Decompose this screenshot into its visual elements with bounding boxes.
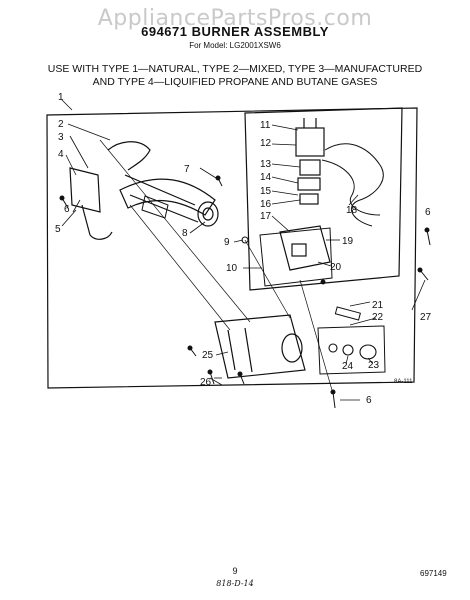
callout-19: 19 <box>342 236 354 247</box>
callout-1: 1 <box>58 92 64 103</box>
sensor-part <box>334 306 361 321</box>
burner-bracket <box>141 195 169 219</box>
callout-22: 22 <box>372 312 384 323</box>
mounting-bracket <box>69 167 113 240</box>
callout-13: 13 <box>260 159 272 170</box>
callout-15: 15 <box>260 186 272 197</box>
callout-26: 26 <box>200 377 212 388</box>
callout-3: 3 <box>58 132 64 143</box>
usage-note-line-1: USE WITH TYPE 1—NATURAL, TYPE 2—MIXED, T… <box>47 63 423 75</box>
valve-subpanel <box>259 227 333 287</box>
callout-16: 16 <box>260 199 272 210</box>
usage-note-line-2: AND TYPE 4—LIQUIFIED PROPANE AND BUTANE … <box>92 76 378 88</box>
screws <box>59 175 431 409</box>
callout-4: 4 <box>58 149 64 160</box>
manifold-plate <box>214 314 306 379</box>
wire-harness <box>324 143 384 227</box>
orifice-group-box <box>317 325 386 375</box>
callout-27: 27 <box>420 312 432 323</box>
callout-24: 24 <box>342 361 354 372</box>
callout-17: 17 <box>260 211 272 222</box>
gas-valve-column <box>279 118 331 271</box>
callout-11: 11 <box>260 120 271 131</box>
callout-25: 25 <box>202 350 214 361</box>
callout-12: 12 <box>260 138 272 149</box>
page-title: 694671 BURNER ASSEMBLY <box>141 24 329 39</box>
valve-housing-box <box>244 107 403 291</box>
callout-6c: 6 <box>425 207 431 218</box>
construction-lines <box>99 139 333 391</box>
callout-6b: 6 <box>366 395 372 406</box>
callout-8: 8 <box>182 228 188 239</box>
handwritten-code: 818-D-14 <box>216 579 254 588</box>
callout-9: 9 <box>224 237 230 248</box>
art-number: 8A-111 <box>394 379 413 385</box>
callout-21: 21 <box>372 300 384 311</box>
page-number: 9 <box>232 566 238 576</box>
callout-14: 14 <box>260 172 272 183</box>
callout-numbers: 1 2 3 4 5 6 7 8 9 10 11 12 13 14 15 16 1… <box>55 92 432 406</box>
assembly-frame <box>46 107 418 389</box>
callout-7: 7 <box>184 164 190 175</box>
callout-20: 20 <box>330 262 342 273</box>
callout-23: 23 <box>368 360 380 371</box>
orifice-parts <box>328 343 377 360</box>
callout-6: 6 <box>64 204 70 215</box>
callout-5: 5 <box>55 224 61 235</box>
document-number: 697149 <box>420 569 447 578</box>
model-label: For Model: LG2001XSW6 <box>189 41 281 50</box>
wire-harness-2 <box>321 159 381 216</box>
watermark: AppliancePartsPros.com <box>97 6 373 31</box>
callout-18: 18 <box>346 205 358 216</box>
callout-2: 2 <box>58 119 64 130</box>
burner-tube <box>107 141 219 227</box>
usage-note: USE WITH TYPE 1—NATURAL, TYPE 2—MIXED, T… <box>20 63 450 89</box>
callout-10: 10 <box>226 263 238 274</box>
leader-lines <box>61 99 426 401</box>
